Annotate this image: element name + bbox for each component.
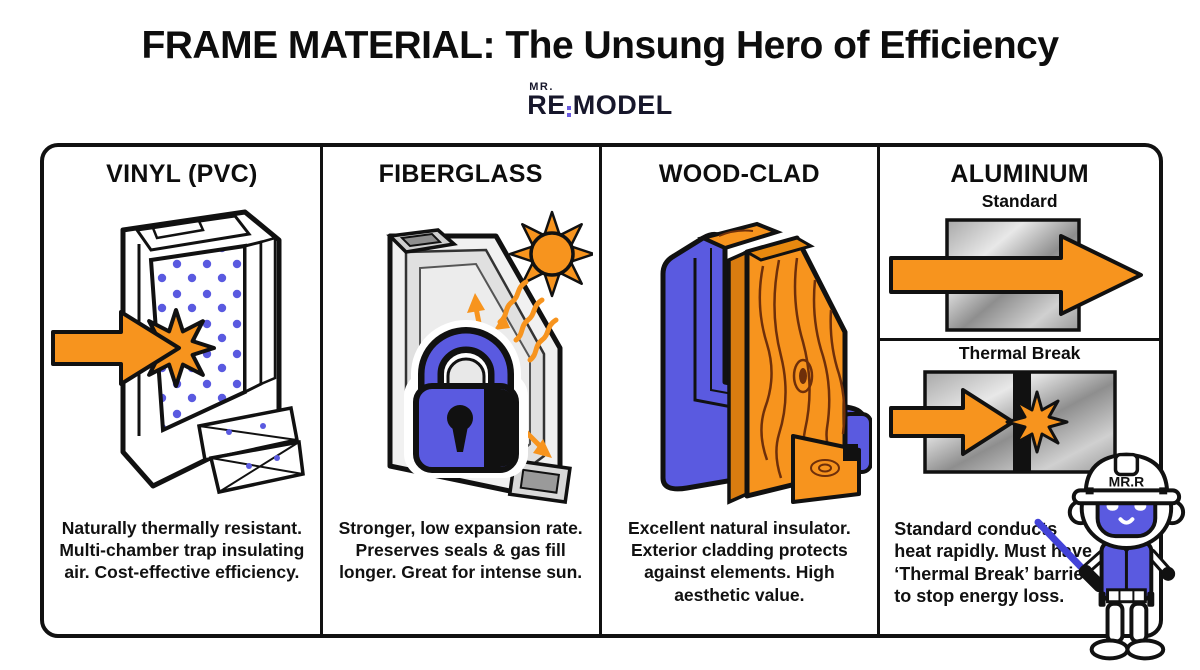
ray-arrowheads bbox=[467, 292, 553, 458]
column-fiberglass: FIBERGLASS bbox=[323, 147, 602, 634]
column-description: Standard conducts heat rapidly. Must hav… bbox=[894, 518, 1092, 607]
robot-mascot: MR.R bbox=[1034, 452, 1186, 661]
brand-logo: MR. RE MODEL bbox=[0, 82, 1200, 119]
standard-aluminum-diagram bbox=[888, 217, 1143, 332]
page-title: FRAME MATERIAL: The Unsung Hero of Effic… bbox=[141, 24, 1059, 67]
logo-prefix: MR. bbox=[529, 81, 554, 93]
column-vinyl: VINYL (PVC) bbox=[44, 147, 323, 634]
window-frame-illustration bbox=[51, 209, 306, 494]
sun-icon bbox=[508, 210, 594, 297]
column-header: VINYL (PVC) bbox=[106, 160, 258, 188]
aluminum-section-divider bbox=[880, 337, 1159, 341]
heat-arrow-icon bbox=[888, 387, 1015, 456]
hard-hat-icon: MR.R bbox=[1071, 452, 1182, 506]
column-header: ALUMINUM bbox=[950, 160, 1089, 188]
window-frame-illustration bbox=[660, 221, 872, 505]
column-header: FIBERGLASS bbox=[378, 160, 543, 188]
thermal-break-diagram bbox=[888, 369, 1117, 474]
column-description: Excellent natural insulator. Exterior cl… bbox=[628, 517, 851, 605]
padlock-icon bbox=[404, 319, 529, 478]
heat-arrow-icon bbox=[51, 309, 182, 386]
wood-end-block bbox=[790, 433, 861, 504]
column-description: Stronger, low expansion rate. Preserves … bbox=[338, 517, 583, 583]
column-description: Naturally thermally resistant. Multi-cha… bbox=[59, 517, 305, 583]
column-aluminum: ALUMINUM Standard Thermal Break bbox=[880, 147, 1159, 634]
window-frame-illustration bbox=[386, 210, 594, 504]
standard-label: Standard bbox=[981, 190, 1058, 211]
logo-name-right: MODEL bbox=[572, 90, 673, 120]
column-header: WOOD-CLAD bbox=[658, 160, 820, 188]
robot-legs bbox=[1089, 601, 1166, 661]
vinyl-frame-illustration bbox=[44, 193, 320, 509]
logo-window-dots-icon bbox=[566, 101, 571, 117]
impact-burst-icon bbox=[1005, 390, 1069, 453]
heat-arrow-icon bbox=[888, 233, 1143, 316]
hat-label: MR.R bbox=[1109, 473, 1145, 489]
column-wood-clad: WOOD-CLAD bbox=[602, 147, 881, 634]
comparison-panel: VINYL (PVC) bbox=[40, 143, 1163, 638]
logo-name-left: RE bbox=[527, 90, 566, 120]
fiberglass-frame-illustration bbox=[323, 193, 599, 509]
wood-clad-frame-illustration bbox=[602, 193, 878, 509]
thermal-break-label: Thermal Break bbox=[958, 342, 1081, 363]
robot-vest bbox=[1098, 540, 1155, 607]
